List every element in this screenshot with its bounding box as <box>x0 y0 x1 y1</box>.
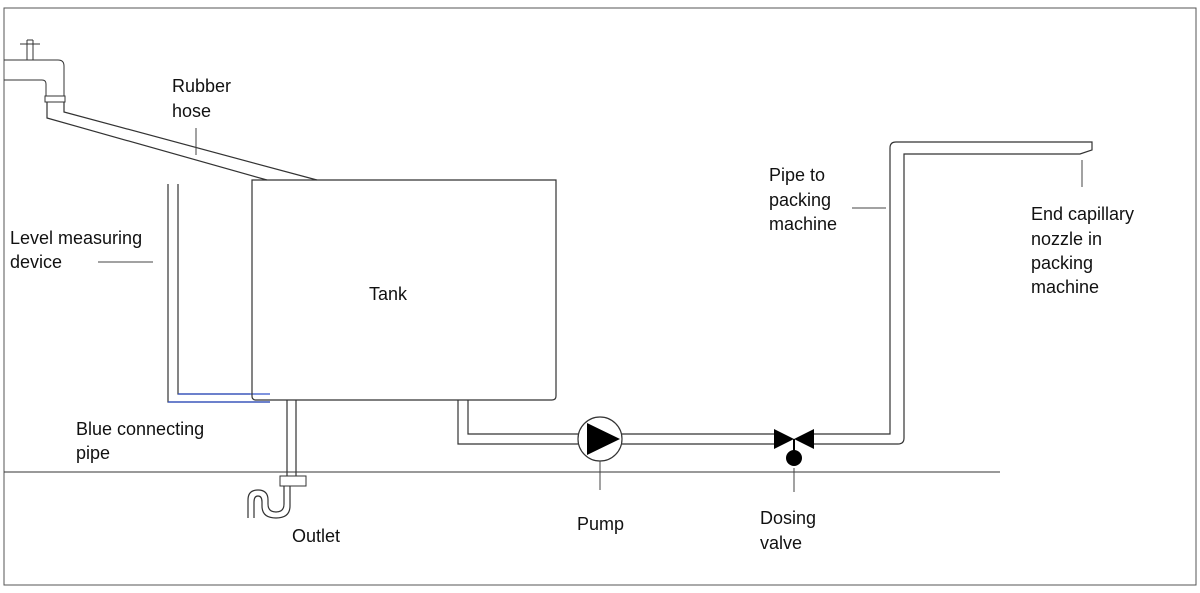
label-pump: Pump <box>577 514 624 534</box>
dosing-valve <box>774 429 814 492</box>
label-outlet: Outlet <box>292 526 340 546</box>
label-level-measuring-device: Level measuring device <box>10 228 147 272</box>
tank <box>251 179 557 401</box>
outlet-assembly <box>247 400 307 519</box>
level-measuring-device <box>167 184 270 403</box>
pump <box>577 416 623 490</box>
blue-connecting-pipe <box>168 393 270 403</box>
water-tap <box>4 39 66 103</box>
rubber-hose <box>46 102 318 181</box>
label-tank: Tank <box>369 284 408 304</box>
label-end-capillary-nozzle: End capillary nozzle in packing machine <box>1031 204 1139 297</box>
pipe-to-packing-machine <box>814 141 1093 445</box>
tank-to-pump-pipe <box>457 400 578 445</box>
pump-to-valve-pipe <box>622 433 774 445</box>
label-blue-connecting-pipe: Blue connecting pipe <box>76 419 209 463</box>
label-rubber-hose: Rubber hose <box>172 76 236 121</box>
label-dosing-valve: Dosing valve <box>760 508 821 553</box>
diagram-frame <box>3 7 1197 586</box>
label-pipe-to-packing-machine: Pipe to packing machine <box>769 165 837 234</box>
